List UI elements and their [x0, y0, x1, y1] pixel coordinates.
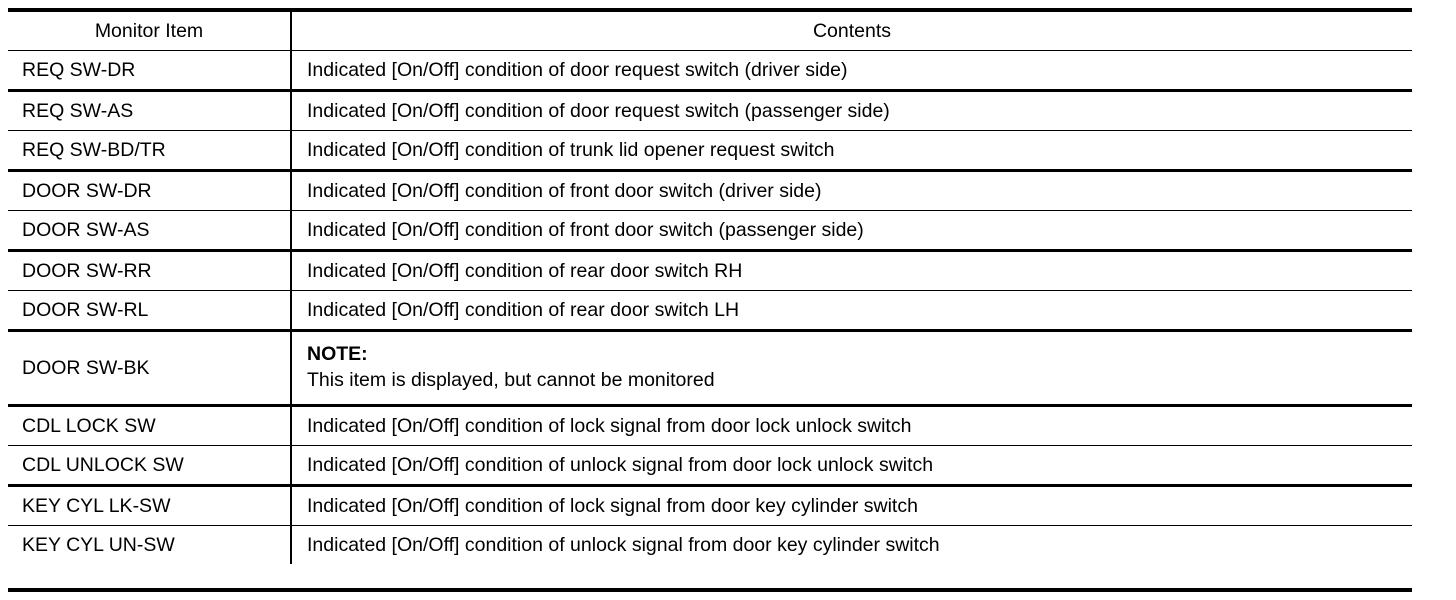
cell-contents: Indicated [On/Off] condition of door req… [291, 50, 1412, 92]
cell-monitor-item: CDL UNLOCK SW [8, 445, 292, 487]
cell-monitor-item: CDL LOCK SW [8, 405, 292, 446]
cell-contents: Indicated [On/Off] condition of lock sig… [291, 405, 1412, 446]
table-row-note: DOOR SW-BK NOTE: This item is displayed,… [8, 330, 1412, 407]
column-header-contents: Contents [291, 8, 1412, 51]
cell-contents: Indicated [On/Off] condition of door req… [291, 90, 1412, 131]
note-label: NOTE: [307, 343, 368, 366]
cell-monitor-item: DOOR SW-BK [8, 330, 292, 407]
table-row: CDL UNLOCK SW Indicated [On/Off] conditi… [8, 445, 1412, 487]
cell-contents: Indicated [On/Off] condition of front do… [291, 210, 1412, 252]
cell-monitor-item: DOOR SW-RR [8, 250, 292, 291]
cell-monitor-item: DOOR SW-RL [8, 290, 292, 332]
table-row: REQ SW-AS Indicated [On/Off] condition o… [8, 90, 1412, 131]
cell-contents: Indicated [On/Off] condition of lock sig… [291, 485, 1412, 526]
cell-monitor-item: DOOR SW-AS [8, 210, 292, 252]
table-row: KEY CYL UN-SW Indicated [On/Off] conditi… [8, 525, 1412, 564]
cell-contents: Indicated [On/Off] condition of unlock s… [307, 533, 940, 556]
cell-monitor-item: REQ SW-AS [8, 90, 292, 131]
cell-monitor-item: DOOR SW-DR [8, 170, 292, 211]
monitor-item-table: Monitor Item Contents REQ SW-DR Indicate… [8, 8, 1412, 564]
column-header-monitor-item: Monitor Item [8, 8, 292, 51]
cell-contents: Indicated [On/Off] condition of rear doo… [291, 250, 1412, 291]
cell-contents: Indicated [On/Off] condition of unlock s… [291, 445, 1412, 487]
cell-monitor-item: KEY CYL UN-SW [8, 525, 292, 564]
cell-contents: Indicated [On/Off] condition of front do… [291, 170, 1412, 211]
table-row: REQ SW-BD/TR Indicated [On/Off] conditio… [8, 130, 1412, 172]
table-row: DOOR SW-DR Indicated [On/Off] condition … [8, 170, 1412, 211]
cell-monitor-item: KEY CYL LK-SW [8, 485, 292, 526]
cell-monitor-item: REQ SW-BD/TR [8, 130, 292, 172]
cell-monitor-item: REQ SW-DR [8, 50, 292, 92]
table-bottom-rule [8, 588, 1412, 592]
note-text: This item is displayed, but cannot be mo… [307, 369, 715, 391]
table-row: CDL LOCK SW Indicated [On/Off] condition… [8, 405, 1412, 446]
cell-contents-note: NOTE: This item is displayed, but cannot… [291, 330, 1412, 407]
table-row: KEY CYL LK-SW Indicated [On/Off] conditi… [8, 485, 1412, 526]
table-row: DOOR SW-RL Indicated [On/Off] condition … [8, 290, 1412, 332]
cell-contents: Indicated [On/Off] condition of trunk li… [291, 130, 1412, 172]
table-row: REQ SW-DR Indicated [On/Off] condition o… [8, 50, 1412, 92]
table-header-row: Monitor Item Contents [8, 8, 1412, 51]
cell-contents: Indicated [On/Off] condition of rear doo… [291, 290, 1412, 332]
table-row: DOOR SW-AS Indicated [On/Off] condition … [8, 210, 1412, 252]
table-row: DOOR SW-RR Indicated [On/Off] condition … [8, 250, 1412, 291]
